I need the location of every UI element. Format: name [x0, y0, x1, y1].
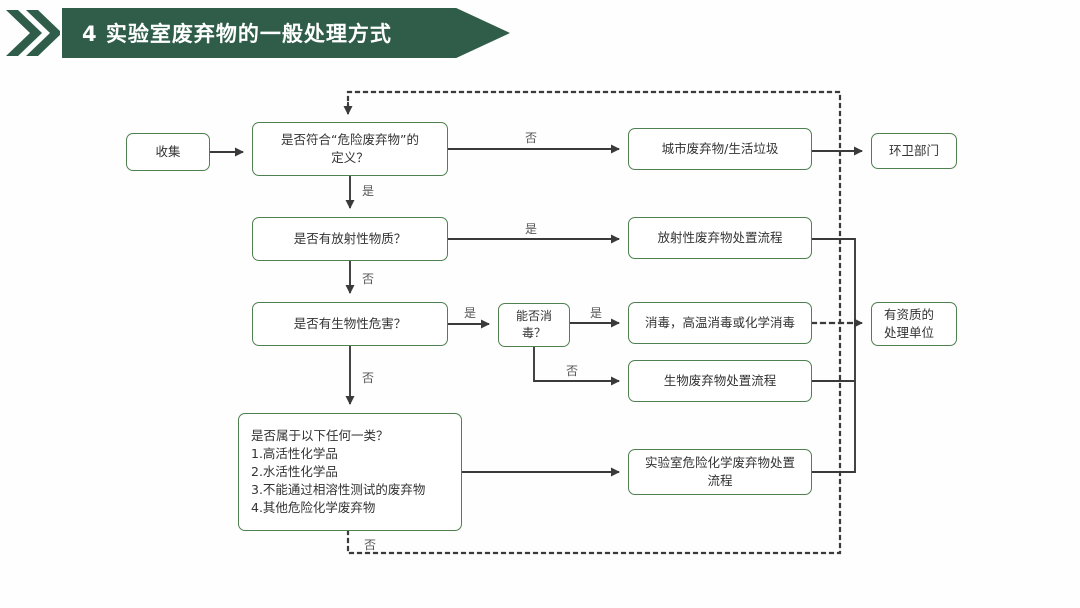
flow-node-d1[interactable]: 是否符合“危险废弃物”的 定义？: [252, 122, 448, 176]
flowchart-edges: [210, 90, 863, 555]
flow-node-d4[interactable]: 能否消 毒？: [498, 303, 570, 347]
flow-node-qualified[interactable]: 有资质的 处理单位: [871, 302, 957, 346]
title-banner: 4 实验室废弃物的一般处理方式: [0, 8, 540, 58]
flow-node-chem[interactable]: 实验室危险化学废弃物处置 流程: [628, 449, 812, 495]
flowchart: 收集 是否符合“危险废弃物”的 定义？ 城市废弃物/生活垃圾 环卫部门是否有放射性物质…: [0, 62, 1080, 608]
edge-label: 是: [590, 306, 603, 320]
edge-label: 否: [525, 131, 538, 145]
double-chevron-right-icon: [4, 8, 60, 58]
flow-node-disinfect[interactable]: 消毒，高温消毒或化学消毒: [628, 302, 812, 344]
flow-node-city[interactable]: 城市废弃物/生活垃圾: [628, 128, 812, 170]
page-title: 4 实验室废弃物的一般处理方式: [82, 22, 392, 46]
edge-label: 否: [364, 538, 377, 552]
flow-node-collect[interactable]: 收集: [126, 133, 210, 171]
edge-label: 否: [566, 364, 579, 378]
flow-node-d5[interactable]: 是否属于以下任何一类？ 1.高活性化学品 2.水活性化学品 3.不能通过相溶性测…: [238, 413, 462, 531]
edge-label: 是: [464, 306, 477, 320]
flow-node-sanitation[interactable]: 环卫部门: [871, 133, 957, 169]
edge-label: 否: [362, 371, 375, 385]
edge-label: 否: [362, 272, 375, 286]
flow-node-d2[interactable]: 是否有放射性物质？: [252, 217, 448, 261]
edge-label: 是: [362, 184, 375, 198]
flow-node-bio[interactable]: 生物废弃物处置流程: [628, 360, 812, 402]
flow-node-d3[interactable]: 是否有生物性危害？: [252, 302, 448, 346]
banner-body: 4 实验室废弃物的一般处理方式: [62, 8, 510, 58]
edge-label: 是: [525, 222, 538, 236]
flow-node-radio[interactable]: 放射性废弃物处置流程: [628, 217, 812, 259]
